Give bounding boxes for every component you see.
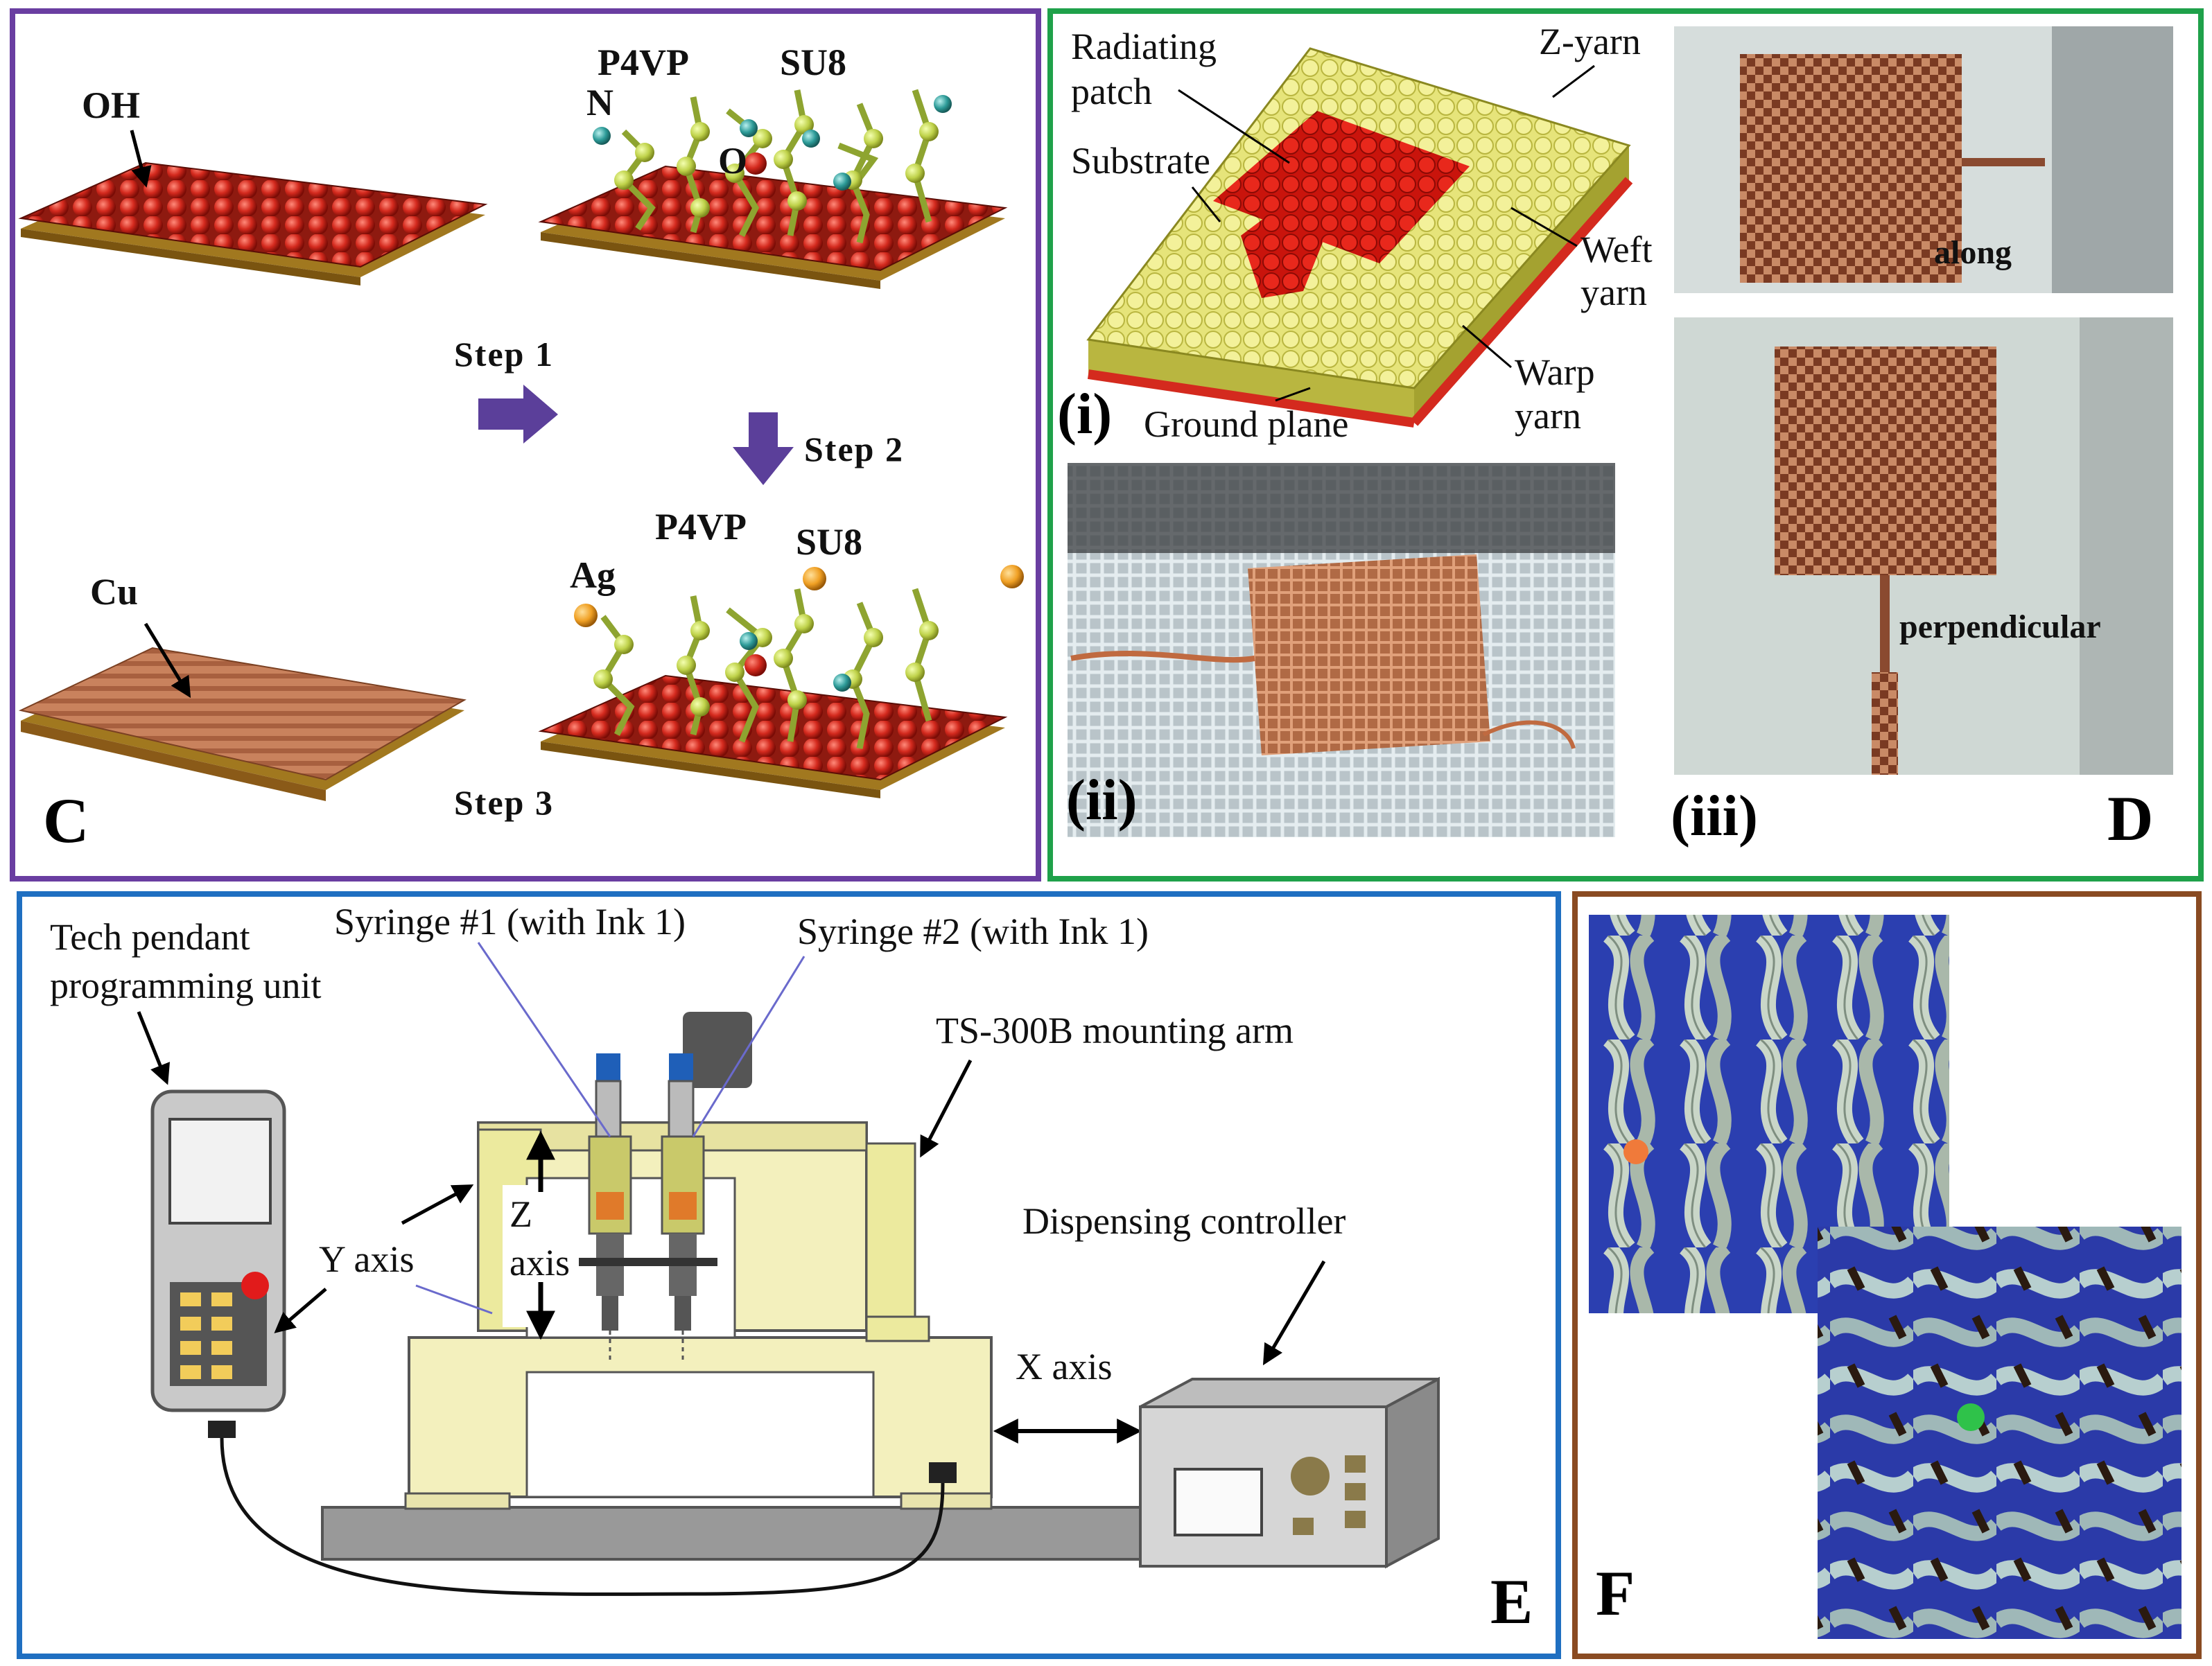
label-arm: TS-300B mounting arm xyxy=(936,1010,1294,1051)
label-z: Z xyxy=(510,1193,532,1235)
arrow-arm xyxy=(920,1059,973,1158)
leader-warp xyxy=(1462,324,1512,369)
label-along: along xyxy=(1934,234,2012,271)
label-weft: Weft xyxy=(1580,229,1653,270)
photo-along xyxy=(1674,26,2173,293)
label-y-axis: Y axis xyxy=(319,1238,414,1280)
arrow-oh xyxy=(130,130,152,188)
label-su8-bottom: SU8 xyxy=(796,521,862,563)
photo-woven-patch xyxy=(1068,463,1615,837)
surface-cu xyxy=(18,647,467,801)
antenna-model xyxy=(1086,47,1633,428)
arrow-step1 xyxy=(478,385,558,444)
panel-letter-d: D xyxy=(2107,783,2153,854)
sub-label-ii: (ii) xyxy=(1066,768,1138,832)
surface-step1 xyxy=(538,165,1008,289)
label-warp-yarn: yarn xyxy=(1515,395,1581,437)
label-perpendicular: perpendicular xyxy=(1899,608,2101,645)
dispensing-controller xyxy=(1139,1376,1440,1569)
base-rail xyxy=(321,1506,1142,1561)
label-p4vp-bottom: P4VP xyxy=(655,506,747,547)
arrow-y-axis xyxy=(401,1184,474,1225)
label-z-yarn: Z-yarn xyxy=(1539,21,1641,62)
molecule-balls-top xyxy=(593,95,952,218)
label-z-axis: axis xyxy=(510,1242,570,1283)
label-patch: patch xyxy=(1071,71,1152,112)
label-step1: Step 1 xyxy=(454,335,554,374)
surface-step2 xyxy=(538,674,1008,798)
leader-weft xyxy=(1510,207,1578,247)
label-syringe1: Syringe #1 (with Ink 1) xyxy=(334,901,686,942)
arrow-cu xyxy=(143,622,191,699)
label-radiating: Radiating xyxy=(1071,26,1217,67)
marker-dot-green xyxy=(1957,1403,1985,1431)
label-cu: Cu xyxy=(90,571,138,613)
label-pendant-2: programming unit xyxy=(50,965,321,1006)
label-p4vp-top: P4VP xyxy=(598,42,689,83)
surface-oh xyxy=(18,161,488,286)
panel-e: Tech pendant programming unit xyxy=(17,891,1561,1659)
label-ground-plane: Ground plane xyxy=(1144,403,1348,445)
panel-letter-f: F xyxy=(1596,1558,1635,1629)
syringe-carriage-bar xyxy=(579,1258,717,1266)
arrow-step2 xyxy=(733,412,794,485)
label-x-axis: X axis xyxy=(1016,1346,1112,1387)
arrow-pendant-keys xyxy=(274,1288,327,1333)
leader-patch xyxy=(1178,89,1290,164)
label-n: N xyxy=(586,82,613,123)
marker-dot-orange xyxy=(1623,1139,1648,1164)
label-ag: Ag xyxy=(570,554,616,596)
leader-syringe1 xyxy=(477,942,611,1137)
panel-letter-c: C xyxy=(43,785,89,856)
label-step3: Step 3 xyxy=(454,783,554,822)
label-dispensing: Dispensing controller xyxy=(1022,1200,1346,1242)
photo-knit-stretched xyxy=(1818,1227,2181,1639)
label-o: O xyxy=(718,140,747,182)
molecule-balls-bottom xyxy=(574,565,1024,717)
panel-c: OH xyxy=(10,8,1041,882)
tech-pendant xyxy=(150,1089,286,1438)
label-oh: OH xyxy=(82,85,140,126)
leader-z-yarn xyxy=(1552,64,1595,98)
label-warp: Warp xyxy=(1515,351,1595,393)
leader-ground-plane xyxy=(1275,387,1311,402)
arrow-pendant xyxy=(137,1011,171,1085)
label-pendant-1: Tech pendant xyxy=(50,916,250,958)
sub-label-iii: (iii) xyxy=(1671,784,1758,848)
label-step2: Step 2 xyxy=(804,430,904,468)
label-weft-yarn: yarn xyxy=(1580,272,1647,313)
label-syringe2: Syringe #2 (with Ink 1) xyxy=(797,911,1149,952)
leader-y-axis xyxy=(415,1284,493,1315)
sub-label-i: (i) xyxy=(1057,382,1112,446)
panel-f: F xyxy=(1572,891,2202,1659)
photo-perpendicular xyxy=(1674,317,2173,775)
panel-letter-e: E xyxy=(1490,1566,1533,1637)
label-substrate: Substrate xyxy=(1071,140,1210,182)
label-su8-top: SU8 xyxy=(780,42,846,83)
cable xyxy=(220,1437,945,1596)
leader-substrate xyxy=(1191,186,1221,222)
panel-d: Radiating patch Substrate Z-yarn Weft ya… xyxy=(1047,8,2204,882)
arrow-dispensing xyxy=(1262,1260,1326,1366)
leader-syringe2 xyxy=(692,956,805,1137)
